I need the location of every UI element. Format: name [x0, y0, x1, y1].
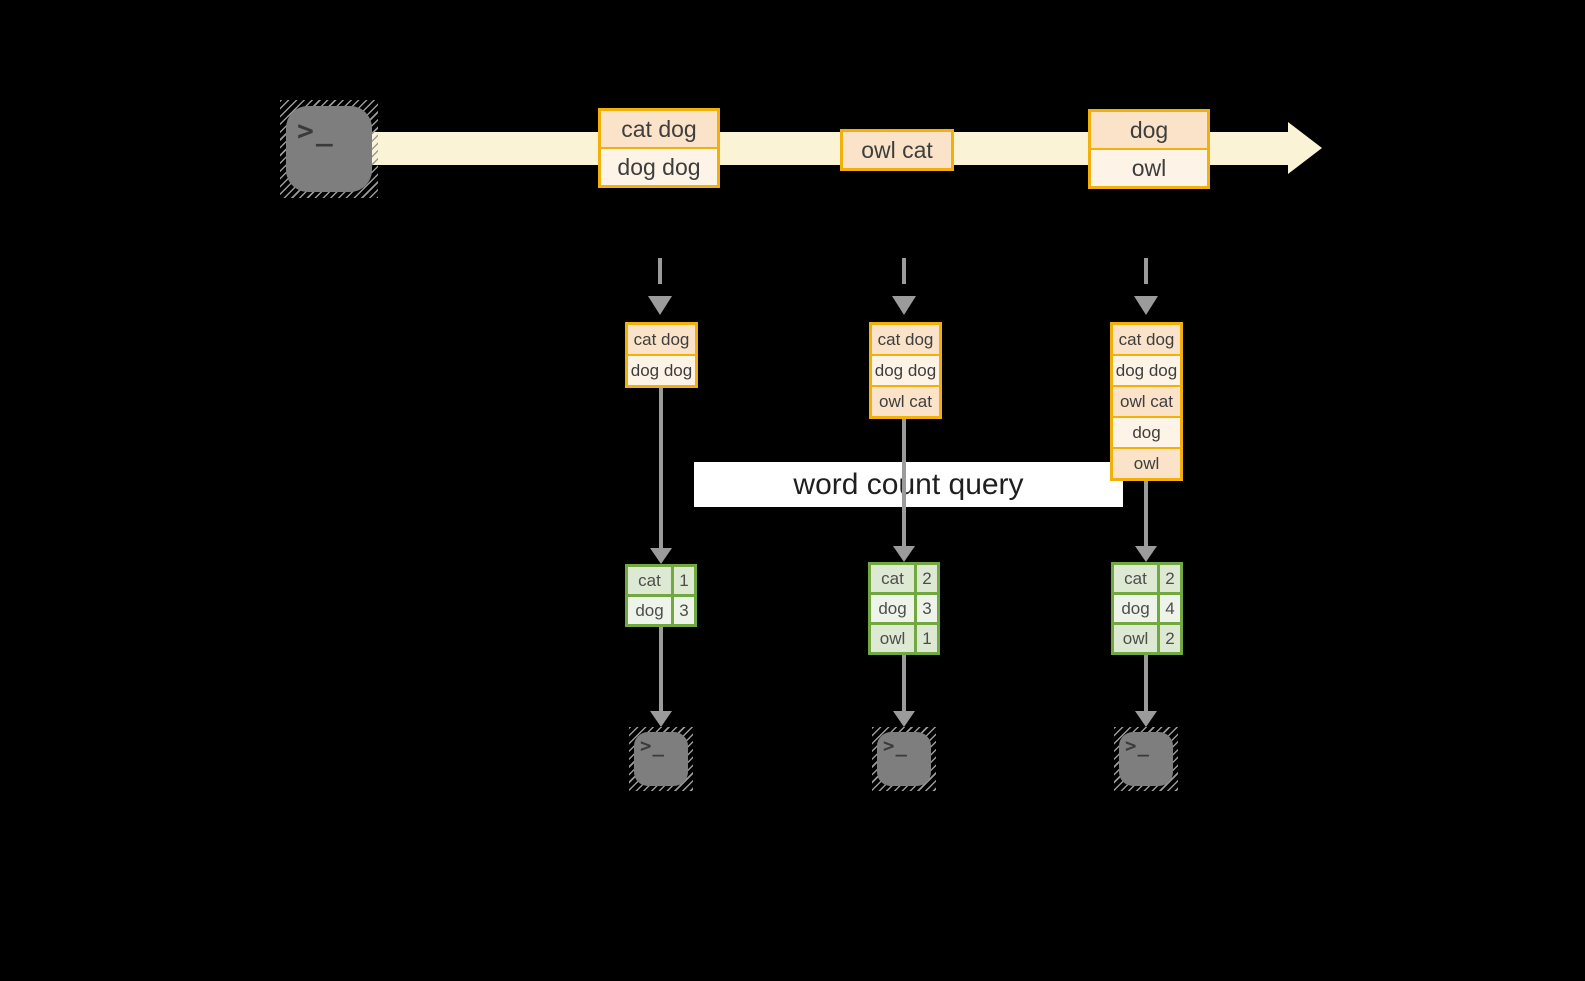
word-cell: dog [871, 595, 914, 622]
batch-line: dog dog [601, 147, 717, 185]
flow-line [659, 627, 663, 711]
terminal-prompt-icon: >_ [297, 114, 335, 147]
word-cell: cat [628, 567, 671, 594]
word-cell: cat [1114, 565, 1157, 592]
stream-batch-1: cat dog dog dog [598, 108, 720, 188]
input-line: cat dog [872, 325, 939, 354]
arrowhead-icon [650, 548, 672, 564]
word-count-table-1: cat 1 dog 3 [625, 564, 697, 627]
terminal-prompt-icon: >_ [640, 735, 665, 757]
batch-line: owl cat [843, 132, 951, 168]
batch-line: dog [1091, 112, 1207, 148]
flow-line [1144, 655, 1148, 711]
arrowhead-icon [1135, 711, 1157, 727]
dashed-arrow-line [902, 258, 906, 294]
stream-batch-3: dog owl [1088, 109, 1210, 189]
terminal-body [286, 106, 372, 192]
terminal-body [634, 732, 688, 786]
input-line: dog [1113, 416, 1180, 447]
input-line: cat dog [628, 325, 695, 354]
batch-line: owl [1091, 148, 1207, 186]
word-cell: owl [871, 625, 914, 652]
accumulated-input-3: cat dog dog dog owl cat dog owl [1110, 322, 1183, 481]
count-cell: 3 [674, 597, 694, 624]
word-cell: dog [628, 597, 671, 624]
flow-line [902, 655, 906, 711]
count-cell: 2 [917, 565, 937, 592]
count-cell: 2 [1160, 565, 1180, 592]
input-line: dog dog [628, 354, 695, 385]
output-terminal-icon: >_ [629, 727, 693, 791]
stream-batch-2: owl cat [840, 129, 954, 171]
arrowhead-icon [650, 711, 672, 727]
terminal-prompt-icon: >_ [1125, 735, 1150, 757]
word-cell: dog [1114, 595, 1157, 622]
count-cell: 4 [1160, 595, 1180, 622]
input-line: dog dog [1113, 354, 1180, 385]
arrowhead-icon [893, 546, 915, 562]
arrowhead-icon [1135, 546, 1157, 562]
word-cell: cat [871, 565, 914, 592]
input-line: owl cat [1113, 385, 1180, 416]
dashed-arrow-line [658, 258, 662, 294]
dashed-arrowhead-icon [648, 296, 672, 315]
dashed-arrowhead-icon [892, 296, 916, 315]
count-cell: 2 [1160, 625, 1180, 652]
arrowhead-icon [893, 711, 915, 727]
count-cell: 1 [917, 625, 937, 652]
input-line: cat dog [1113, 325, 1180, 354]
count-cell: 3 [917, 595, 937, 622]
word-count-table-3: cat 2 dog 4 owl 2 [1111, 562, 1183, 655]
stream-source-terminal-icon: >_ [280, 100, 378, 198]
accumulated-input-2: cat dog dog dog owl cat [869, 322, 942, 419]
terminal-body [1119, 732, 1173, 786]
stream-timeline-arrowhead-icon [1288, 122, 1322, 174]
flow-line [659, 388, 663, 548]
dashed-arrowhead-icon [1134, 296, 1158, 315]
query-label: word count query [694, 462, 1123, 507]
input-line: dog dog [872, 354, 939, 385]
terminal-body [877, 732, 931, 786]
output-terminal-icon: >_ [1114, 727, 1178, 791]
dashed-arrow-line [1144, 258, 1148, 294]
terminal-prompt-icon: >_ [883, 735, 908, 757]
input-line: owl [1113, 447, 1180, 478]
flow-line [1144, 481, 1148, 546]
flow-line [902, 419, 906, 546]
input-line: owl cat [872, 385, 939, 416]
count-cell: 1 [674, 567, 694, 594]
word-cell: owl [1114, 625, 1157, 652]
word-count-table-2: cat 2 dog 3 owl 1 [868, 562, 940, 655]
output-terminal-icon: >_ [872, 727, 936, 791]
batch-line: cat dog [601, 111, 717, 147]
accumulated-input-1: cat dog dog dog [625, 322, 698, 388]
